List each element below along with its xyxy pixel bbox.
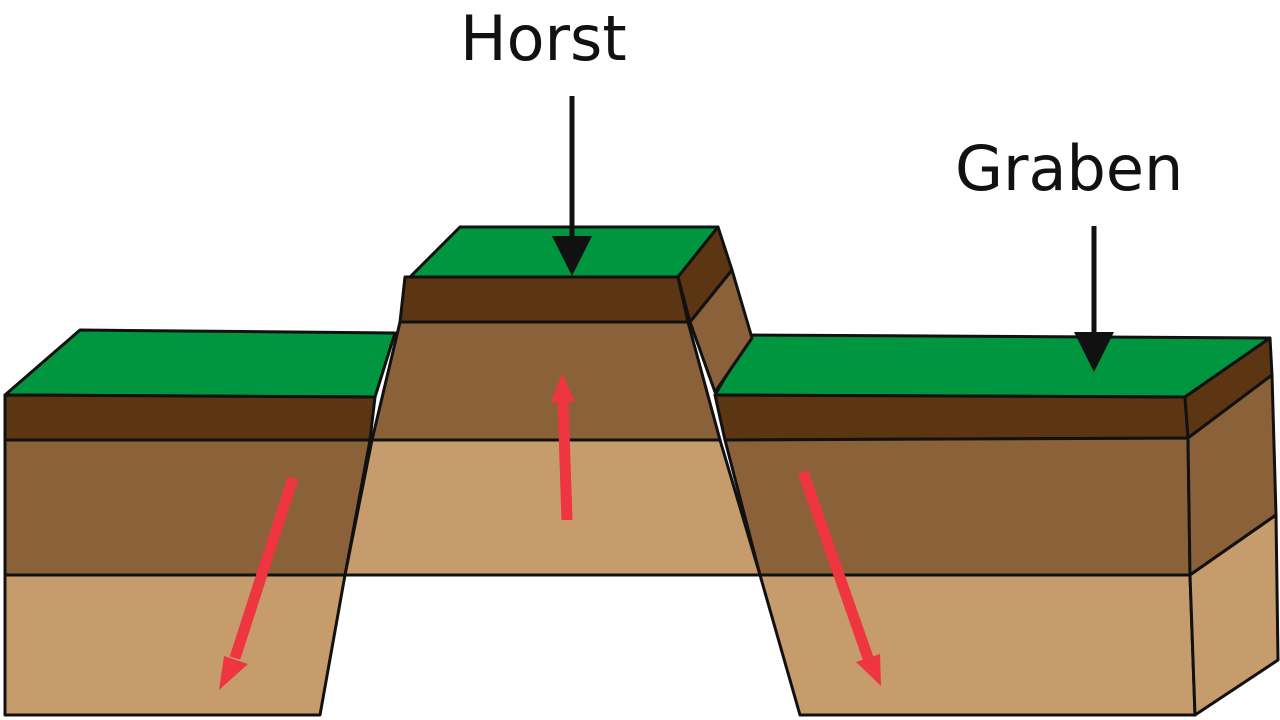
horst-block-middle-layer — [370, 320, 722, 442]
motion-arrows — [219, 373, 881, 690]
horst-block-side-middle — [688, 268, 754, 394]
label-pointers — [552, 96, 1114, 372]
right-block — [713, 333, 1280, 717]
left-block-middle-layer — [3, 438, 372, 577]
left-block-grass — [3, 328, 397, 399]
right-block-motion-shaft — [797, 470, 874, 660]
horst-block — [343, 225, 762, 577]
horst-block-motion-shaft — [557, 401, 573, 521]
horst-label: Horst — [460, 2, 627, 75]
up-arrow-icon — [551, 373, 575, 521]
graben-label: Graben — [955, 132, 1184, 205]
horst-block-lower-layer — [343, 438, 762, 577]
horst-block-motion-head — [551, 373, 575, 402]
left-block — [3, 328, 397, 717]
left-block-topsoil — [3, 393, 377, 442]
right-block-motion-head — [856, 654, 881, 686]
left-block-motion-head — [219, 656, 248, 690]
right-block-side-lower — [1188, 513, 1280, 717]
down-arrow-icon — [797, 470, 881, 686]
down-arrow-icon — [219, 476, 299, 690]
left-block-motion-shaft — [229, 476, 299, 660]
right-block-lower-layer — [758, 573, 1197, 717]
left-block-lower-layer — [3, 573, 347, 717]
right-block-grass — [713, 333, 1272, 399]
horst-block-topsoil — [398, 275, 690, 324]
right-block-topsoil — [713, 393, 1190, 442]
horst-block-grass — [408, 225, 720, 279]
right-block-middle-layer — [723, 436, 1192, 577]
